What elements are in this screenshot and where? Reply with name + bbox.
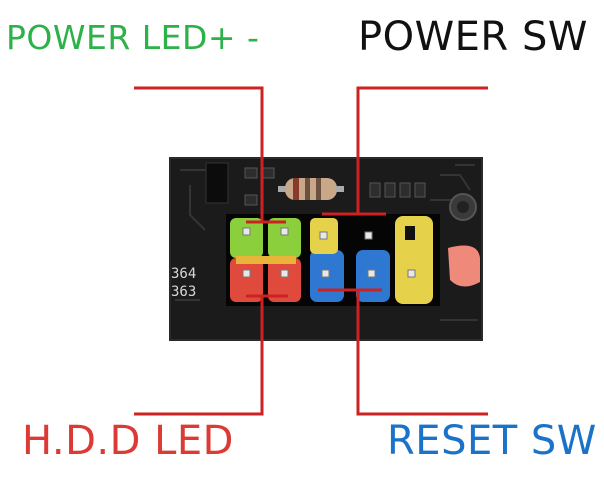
reset-sw-connector bbox=[356, 290, 488, 416]
connector-lines bbox=[134, 86, 488, 416]
hdd-led-label: H.D.D LED bbox=[22, 418, 234, 464]
circuit-board: 364 363 bbox=[169, 157, 483, 341]
power-sw-label: POWER SW bbox=[358, 14, 588, 60]
power-led-pins bbox=[230, 218, 301, 302]
diode bbox=[278, 178, 344, 200]
solder-pad bbox=[448, 245, 480, 287]
power-led-connector bbox=[134, 86, 264, 222]
silkscreen-364: 364 bbox=[171, 266, 196, 282]
reset-sw-label: RESET SW bbox=[387, 418, 597, 464]
hdd-led-connector bbox=[134, 296, 264, 416]
power-led-label: POWER LED+ - bbox=[6, 18, 260, 57]
silkscreen-363: 363 bbox=[171, 284, 196, 300]
